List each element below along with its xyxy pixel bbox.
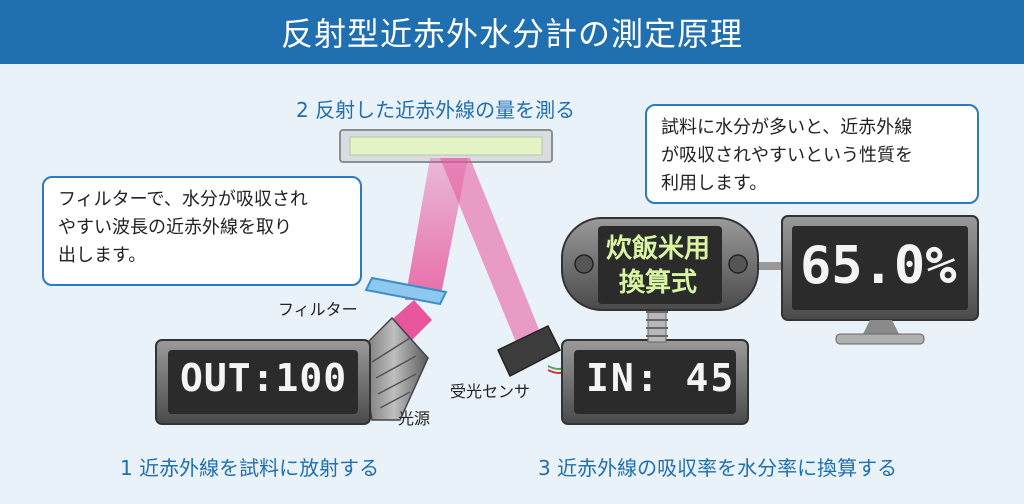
light-source [359, 300, 432, 421]
filter-label: フィルター [278, 300, 358, 319]
out-display-value: OUT:100 [180, 356, 348, 400]
filter-callout-line: フィルターで、水分が吸収され [58, 189, 308, 210]
step-2-label: 2 反射した近赤外線の量を測る [296, 98, 576, 122]
infrared-beam [405, 158, 548, 352]
in-display [561, 339, 749, 425]
filter-callout-line: 出します。 [58, 245, 147, 266]
out-display [155, 339, 371, 425]
formula-line: 換算式 [618, 268, 697, 298]
formula-display: 炊飯米用 換算式 [594, 232, 722, 300]
principle-callout-line: が吸収されやすいという性質を [661, 145, 913, 166]
step-3-label: 3 近赤外線の吸収率を水分率に換算する [538, 456, 898, 480]
spring-connector [646, 305, 668, 343]
filter [364, 276, 448, 306]
monitor [781, 215, 979, 345]
light-sensor [497, 325, 569, 378]
light-source-label: 光源 [398, 409, 431, 428]
sample-tray [339, 129, 553, 163]
sensor-label: 受光センサ [450, 382, 531, 401]
filter-callout: フィルターで、水分が吸収され やすい波長の近赤外線を取り 出します。 [42, 176, 362, 286]
formula-unit [561, 217, 796, 311]
principle-callout: 試料に水分が多いと、近赤外線 が吸収されやすいという性質を 利用します。 [645, 104, 979, 204]
page-title: 反射型近赤外水分計の測定原理 [280, 15, 743, 53]
principle-callout-line: 試料に水分が多いと、近赤外線 [661, 117, 913, 138]
principle-callout-line: 利用します。 [661, 173, 768, 194]
in-display-value: IN: 45 [586, 356, 736, 400]
moisture-readout: 65.0% [800, 236, 957, 296]
formula-line: 炊飯米用 [605, 234, 710, 264]
title-bar: 反射型近赤外水分計の測定原理 [0, 0, 1024, 64]
filter-callout-line: やすい波長の近赤外線を取り [58, 217, 292, 238]
step-1-label: 1 近赤外線を試料に放射する [120, 456, 380, 480]
